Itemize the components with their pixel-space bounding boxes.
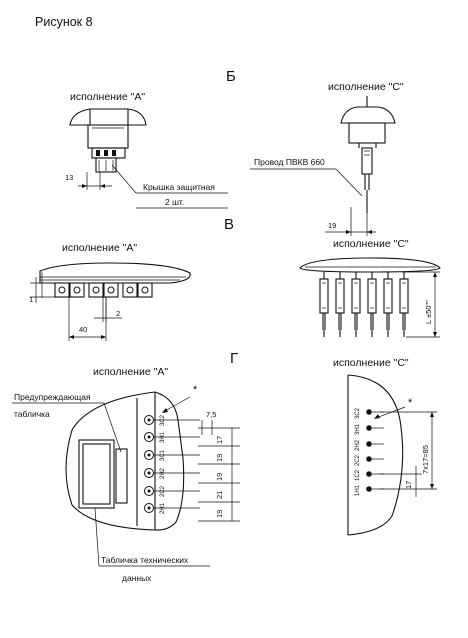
screw-terminal: 2Н2 [144, 467, 200, 479]
b-dimension-13: 13 [65, 172, 112, 190]
terminal-label: 1С2 [355, 469, 361, 481]
g-variant-c-dimensions: 7x17=85 17 [380, 411, 437, 497]
dim-19-a3: 19 [215, 510, 224, 518]
warning-label-line1: Предупреждающая [14, 392, 91, 402]
screw-terminal: 3Н1 [144, 431, 200, 443]
dim-13-text: 13 [65, 173, 73, 182]
dim-1-text: 1 [29, 295, 33, 304]
section-label-b: Б [226, 68, 236, 85]
b-variant-a-heading: исполнение "А" [70, 91, 145, 103]
wire-callout: Провод ПВКВ 660 [250, 157, 363, 197]
terminal-point: 3С2 [355, 407, 384, 419]
screw-terminal: 3С2 [144, 414, 200, 426]
v-variant-c-leads [319, 272, 409, 337]
v-dimension-40: 40 [68, 297, 107, 341]
terminal-point: 3Н1 [355, 423, 384, 435]
dim-17-c: 17 [404, 481, 413, 489]
v-variant-c-heading: исполнение "С" [333, 238, 409, 250]
wire-lead [383, 272, 393, 337]
terminal-label: 3С2 [355, 407, 361, 419]
terminal-label: 3Н1 [160, 431, 166, 443]
b-variant-c-heading: исполнение "С" [328, 81, 404, 93]
tech-plate-callout: Табличка технических данных [94, 507, 210, 583]
wire-lead [351, 272, 361, 337]
b-variant-c-device [340, 96, 396, 213]
terminal-point: 1С2 [355, 469, 384, 481]
g-variant-c-heading: исполнение "С" [333, 357, 409, 369]
protective-cover-callout: Крышка защитная 2 шт. [111, 164, 228, 209]
wire-lead [319, 272, 329, 337]
v-dimension-length: L ±50"" [402, 271, 440, 338]
dim-19-top-text: 19 [328, 221, 336, 230]
dim-75-text: 7,5 [206, 410, 216, 419]
terminal-point: 2С2 [355, 454, 384, 466]
g-variant-a-dimensions: 17 19 19 21 19 7,5 [198, 410, 240, 522]
screw-terminal: 2С2 [144, 485, 200, 497]
g-variant-a-terminals: 3С2 3Н1 3С1 2Н2 2С2 2Н1 [144, 414, 200, 514]
warning-label-line2: табличка [14, 409, 50, 419]
asterisk-a: * [193, 384, 198, 396]
terminal-label: 1Н1 [355, 484, 361, 496]
terminal-label: 2С2 [355, 454, 361, 466]
b-variant-a-device [69, 108, 147, 173]
dim-17-a: 17 [215, 436, 224, 444]
v-variant-c-plate [299, 257, 441, 273]
g-variant-c-asterisk: * [374, 397, 413, 419]
dim-2-text: 2 [116, 309, 120, 318]
terminal-label: 2Н2 [355, 439, 361, 451]
asterisk-c: * [408, 397, 413, 409]
g-variant-c-terminals: 3С2 3Н1 2Н2 2С2 1С2 1Н1 [355, 407, 384, 496]
terminal-label: 3С1 [160, 449, 166, 461]
tech-data-plate [78, 439, 115, 509]
v-dimension-2: 2 [94, 297, 122, 322]
dim-40-text: 40 [79, 325, 87, 334]
tech-label-line2: данных [122, 573, 152, 583]
g-variant-a-housing [65, 391, 185, 531]
wire-lead [367, 272, 377, 337]
v-variant-a-plate [39, 262, 191, 298]
c-dimension-19-top: 19 [325, 207, 376, 236]
dim-7x17: 7x17=85 [421, 445, 430, 474]
dim-21-a: 21 [215, 491, 224, 499]
terminal-point: 1Н1 [355, 484, 384, 496]
terminal-point: 2Н2 [355, 439, 384, 451]
section-label-g: Г [230, 350, 238, 367]
wire-lead [335, 272, 345, 337]
section-label-v: В [224, 216, 234, 233]
warning-plate [115, 448, 128, 504]
g-variant-c-housing [347, 374, 404, 536]
screw-terminal: 3С1 [144, 449, 200, 461]
warning-plate-callout: Предупреждающая табличка [12, 392, 122, 453]
terminal-label: 2Н1 [160, 502, 166, 514]
cover-label-line2: 2 шт. [165, 197, 184, 207]
v-variant-a-heading: исполнение "А" [62, 242, 137, 254]
v-dimension-1: 1 [29, 277, 55, 304]
terminal-label: 2Н2 [160, 467, 166, 479]
screw-terminal: 2Н1 [144, 502, 200, 514]
terminal-label: 3С2 [160, 414, 166, 426]
wire-lead [399, 272, 409, 337]
wire-label: Провод ПВКВ 660 [254, 157, 325, 167]
cover-label-line1: Крышка защитная [143, 182, 215, 192]
tech-label-line1: Табличка технических [101, 555, 189, 565]
g-variant-a-asterisk: * [162, 384, 198, 413]
g-variant-a-heading: исполнение "А" [93, 366, 168, 378]
terminal-label: 2С2 [160, 485, 166, 497]
dim-19-a2: 19 [215, 473, 224, 481]
terminal-label: 3Н1 [355, 423, 361, 435]
length-label: L ±50"" [424, 300, 433, 324]
figure-title: Рисунок 8 [35, 15, 93, 29]
dim-19-a1: 19 [215, 454, 224, 462]
